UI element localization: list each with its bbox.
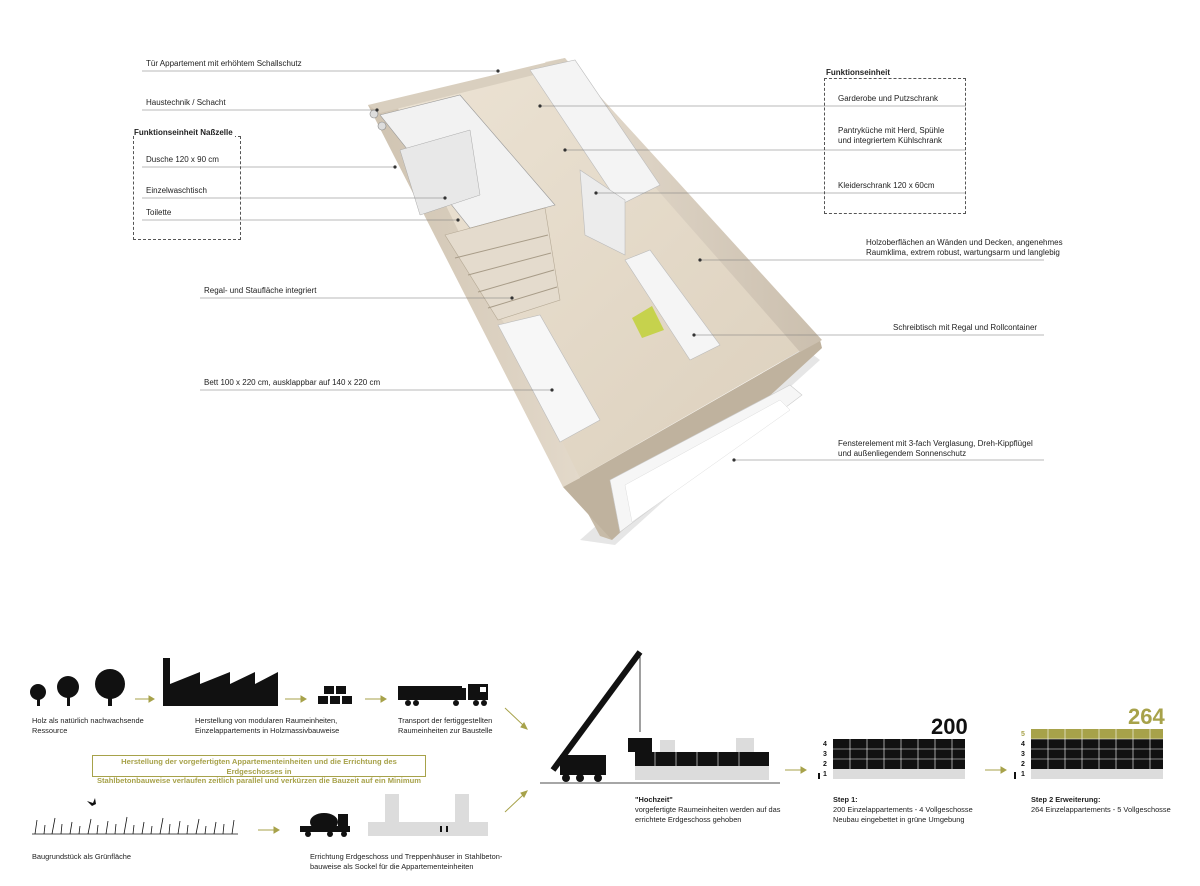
shower-curtain xyxy=(399,129,481,216)
caption-ground-1: Errichtung Erdgeschoss und Treppenhäuser… xyxy=(310,852,503,861)
caption-factory-2: Einzelappartements in Holzmassivbauweise xyxy=(195,726,340,735)
truck-cabin-window xyxy=(480,687,486,692)
caption-ground-2: bauweise als Sockel für die Appartemente… xyxy=(310,862,474,871)
parallel-note-line2: Stahlbetonbauweise verlaufen zeitlich pa… xyxy=(96,776,422,785)
label-bed: Bett 100 x 220 cm, ausklappbar auf 140 x… xyxy=(204,378,381,387)
caption-wood-1: Holz als natürlich nachwachsende xyxy=(32,716,144,725)
kitchen-block xyxy=(529,59,661,206)
label-closet: Kleiderschrank 120 x 60cm xyxy=(838,181,935,190)
caption-wedding-title: "Hochzeit" xyxy=(635,795,673,804)
caption-transport-2: Raumeinheiten zur Baustelle xyxy=(398,726,493,735)
label-kitchen-2: und integriertem Kühlschrank xyxy=(838,136,943,145)
step1-count: 200 xyxy=(931,714,968,739)
label-shelf: Regal- und Staufläche integriert xyxy=(204,286,317,295)
label-toilet: Toilette xyxy=(146,208,172,217)
caption-step2-1: 264 Einzelappartements - 5 Vollgeschosse xyxy=(1031,805,1171,814)
crane-icon xyxy=(540,650,780,784)
label-window-1: Fensterelement mit 3-fach Verglasung, Dr… xyxy=(838,439,1033,448)
grass-icon xyxy=(32,816,238,835)
caption-wedding-2: errichtete Erdgeschoss gehoben xyxy=(635,815,742,824)
closet-block xyxy=(579,169,626,256)
step2-floor-5: 5 xyxy=(1021,731,1025,738)
caption-wood-2: Ressource xyxy=(32,726,68,735)
label-wood-1: Holzoberflächen an Wänden und Decken, an… xyxy=(866,238,1063,247)
label-function-title: Funktionseinheit xyxy=(826,68,892,78)
parallel-note-box: Herstellung der vorgefertigten Apparteme… xyxy=(92,755,426,785)
label-door: Tür Appartement mit erhöhtem Schallschut… xyxy=(146,59,302,68)
step1-floor-1: 1 xyxy=(823,771,827,778)
desk xyxy=(624,249,721,361)
step2-floor-4: 4 xyxy=(1021,741,1025,748)
function-unit-box xyxy=(824,78,966,214)
step2-floor-2: 2 xyxy=(1021,761,1025,768)
back-wall xyxy=(368,58,570,113)
caption-site: Baugrundstück als Grünfläche xyxy=(32,852,132,861)
label-kitchen-1: Pantryküche mit Herd, Spühle xyxy=(838,126,945,135)
lifted-module xyxy=(628,738,652,752)
step2-floor-1: 1 xyxy=(1021,771,1025,778)
label-shaft: Haustechnik / Schacht xyxy=(146,98,226,107)
caption-step1-2: Neubau eingebettet in grüne Umgebung xyxy=(833,815,965,824)
step2-count: 264 xyxy=(1128,704,1165,729)
step1-floor-3: 3 xyxy=(823,751,827,758)
window-opening xyxy=(624,399,791,523)
label-window-2: und außenliegendem Sonnenschutz xyxy=(838,449,967,458)
tree-icon xyxy=(30,669,125,706)
shaft-pipe xyxy=(377,121,387,131)
step1-floor-4: 4 xyxy=(823,741,827,748)
caption-step1-1: 200 Einzelappartements - 4 Vollgeschosse xyxy=(833,805,973,814)
step1-floor-2: 2 xyxy=(823,761,827,768)
step2-building xyxy=(1031,729,1163,779)
label-wood-2: Raumklima, extrem robust, wartungsarm un… xyxy=(866,248,1060,257)
label-washbasin: Einzelwaschtisch xyxy=(146,186,207,195)
desk-chair xyxy=(632,306,664,338)
label-shower: Dusche 120 x 90 cm xyxy=(146,155,219,164)
caption-wedding-1: vorgefertigte Raumeinheiten werden auf d… xyxy=(635,805,781,814)
caption-step2-title: Step 2 Erweiterung: xyxy=(1031,795,1101,804)
caption-transport-1: Transport der fertiggestellten xyxy=(398,716,493,725)
wedding-base xyxy=(635,766,769,780)
modules-icon xyxy=(318,686,352,704)
ground-floor-base xyxy=(368,794,488,836)
caption-factory-1: Herstellung von modularen Raumeinheiten, xyxy=(195,716,338,725)
step2-floor-3: 3 xyxy=(1021,751,1025,758)
bed xyxy=(497,314,601,443)
truck-icon xyxy=(398,684,488,706)
caption-step1-title: Step 1: xyxy=(833,795,858,804)
label-wardrobe: Garderobe und Putzschrank xyxy=(838,94,939,103)
factory-icon xyxy=(163,658,278,706)
butterfly-icon xyxy=(87,798,96,806)
parallel-note-line1: Herstellung der vorgefertigten Apparteme… xyxy=(121,757,397,776)
label-wet-cell-title: Funktionseinheit Naßzelle xyxy=(134,128,235,138)
wedding-building xyxy=(635,738,769,766)
label-desk: Schreibtisch mit Regal und Rollcontainer xyxy=(893,323,1038,332)
concrete-mixer-icon xyxy=(300,813,350,837)
